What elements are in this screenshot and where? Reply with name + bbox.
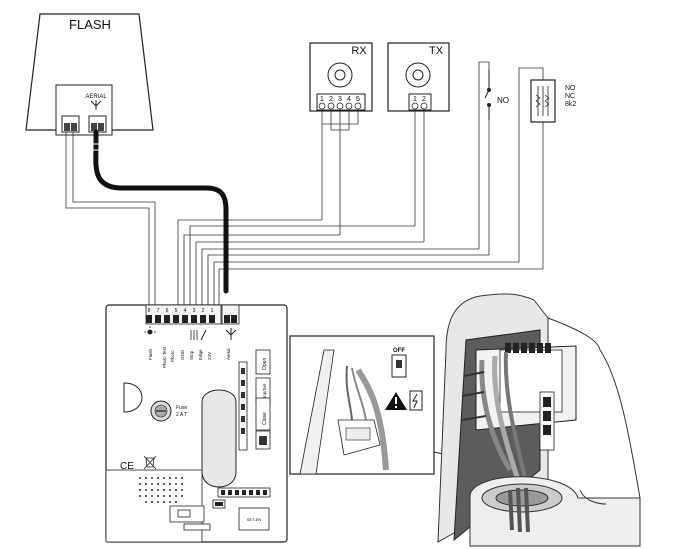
edge-label-no: NO bbox=[565, 85, 576, 92]
off-label: OFF bbox=[393, 348, 405, 354]
edge-label-nc: NC bbox=[565, 93, 575, 100]
board-oval-cutout bbox=[201, 389, 237, 488]
svg-text:5: 5 bbox=[356, 96, 360, 103]
svg-text:Photo: Photo bbox=[170, 350, 175, 362]
operator-housing-illustration bbox=[437, 293, 641, 547]
svg-text:1: 1 bbox=[413, 96, 417, 103]
edge-icon bbox=[200, 329, 207, 341]
svg-text:2: 2 bbox=[202, 308, 205, 314]
inset-detail: OFF bbox=[289, 335, 435, 475]
edge-label-8k2: 8k2 bbox=[565, 101, 576, 108]
ce-mark: CE bbox=[120, 461, 134, 472]
set-module-label: SET-EN bbox=[247, 517, 262, 522]
warning-triangle-icon bbox=[385, 392, 407, 410]
board-terminal-numbers: 8 7 6 5 4 3 2 1 bbox=[148, 308, 214, 314]
svg-text:6: 6 bbox=[166, 308, 169, 314]
weee-bin-icon bbox=[143, 455, 157, 470]
tx-photocell: TX 1 2 bbox=[387, 42, 450, 112]
flash-terminal-block-aerial bbox=[88, 115, 107, 133]
electric-hazard-icon bbox=[409, 390, 423, 411]
svg-text:Flash: Flash bbox=[148, 348, 153, 360]
tx-title: TX bbox=[429, 45, 444, 57]
tx-terminals: 1 2 bbox=[411, 96, 428, 110]
svg-text:3: 3 bbox=[193, 308, 196, 314]
svg-text:2: 2 bbox=[329, 96, 333, 103]
photocell-icon bbox=[190, 330, 198, 340]
safety-edge: NO NC 8k2 bbox=[530, 79, 576, 123]
svg-text:GND: GND bbox=[180, 349, 185, 360]
battery-icon bbox=[177, 509, 191, 518]
rx-terminals: 1 2 3 4 5 bbox=[318, 96, 362, 110]
svg-text:Stop/Set: Stop/Set bbox=[262, 383, 267, 401]
svg-text:1: 1 bbox=[320, 96, 324, 103]
vent-grid bbox=[139, 477, 183, 503]
svg-text:Photo Test: Photo Test bbox=[162, 346, 167, 368]
board-cutout bbox=[123, 382, 143, 413]
flash-title: FLASH bbox=[69, 17, 111, 32]
fuse-icon bbox=[150, 400, 172, 422]
fuse-rating: 2 A T bbox=[176, 412, 187, 418]
flash-unit: FLASH AERIAL bbox=[25, 13, 154, 136]
flash-terminal-block-left bbox=[61, 115, 80, 133]
antenna-icon bbox=[90, 100, 102, 110]
rx-photocell: RX 1 2 3 4 5 bbox=[309, 42, 373, 112]
svg-text:1: 1 bbox=[211, 308, 214, 314]
svg-text:24V: 24V bbox=[207, 352, 212, 360]
svg-text:3: 3 bbox=[338, 96, 342, 103]
wiring bbox=[65, 61, 544, 305]
circuit-breaker-icon bbox=[391, 354, 407, 378]
svg-text:Stop: Stop bbox=[189, 350, 194, 360]
control-board: 8 7 6 5 4 3 2 1 Flash Photo Test Photo G… bbox=[105, 304, 288, 543]
switch-label: NO bbox=[497, 96, 509, 105]
svg-text:Open: Open bbox=[262, 358, 268, 370]
svg-text:Edge: Edge bbox=[198, 349, 203, 360]
close-button bbox=[255, 397, 271, 431]
aerial-icon bbox=[225, 328, 237, 340]
svg-text:2: 2 bbox=[422, 96, 426, 103]
svg-text:4: 4 bbox=[347, 96, 351, 103]
board-terminal-labels: Flash Photo Test Photo GND Stop Edge 24V… bbox=[148, 346, 231, 368]
svg-text:5: 5 bbox=[175, 308, 178, 314]
svg-text:Close: Close bbox=[262, 412, 268, 425]
svg-text:8: 8 bbox=[148, 308, 151, 314]
svg-text:Aerial: Aerial bbox=[226, 348, 231, 360]
aerial-label: AERIAL bbox=[85, 94, 107, 100]
svg-text:7: 7 bbox=[157, 308, 160, 314]
board-buttons: Open Stop/Set Close bbox=[255, 349, 271, 450]
open-button bbox=[255, 349, 271, 375]
lamp-icon bbox=[144, 326, 156, 335]
rx-title: RX bbox=[351, 45, 367, 57]
stop-switch bbox=[484, 69, 491, 120]
aerial-coax-cable bbox=[93, 129, 229, 294]
svg-text:4: 4 bbox=[184, 308, 187, 314]
fuse-label: Fuse bbox=[176, 405, 187, 411]
